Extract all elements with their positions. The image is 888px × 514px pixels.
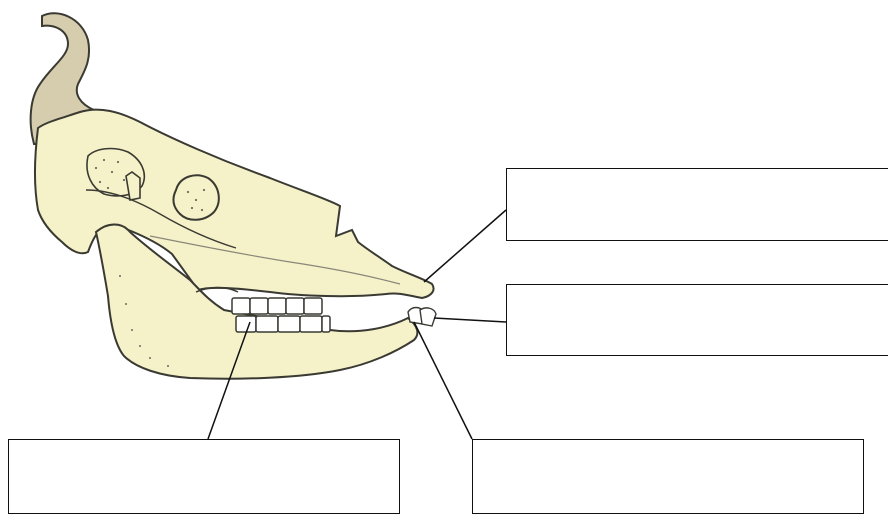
maxilla-line — [149, 235, 401, 285]
leader-line-nasal — [423, 209, 507, 283]
cranium — [34, 108, 435, 300]
jaw-notch-line — [195, 286, 239, 293]
bone-texture — [94, 158, 206, 367]
leader-line-pad — [433, 317, 507, 323]
leader-lines — [207, 209, 507, 440]
mandible — [94, 223, 419, 380]
facial-crest — [85, 189, 237, 249]
label-box-nasal[interactable] — [506, 168, 888, 241]
leader-line-molar — [207, 321, 251, 440]
temporal-fossa — [86, 147, 146, 197]
label-box-molars[interactable] — [8, 439, 400, 514]
orbit — [172, 174, 220, 221]
incisor-teeth — [407, 306, 437, 327]
zygomatic-notch — [125, 171, 141, 201]
label-box-incisors[interactable] — [472, 439, 864, 514]
label-box-dental-pad[interactable] — [506, 284, 888, 356]
molar-teeth — [231, 297, 331, 333]
leader-line-incisor — [413, 321, 473, 440]
